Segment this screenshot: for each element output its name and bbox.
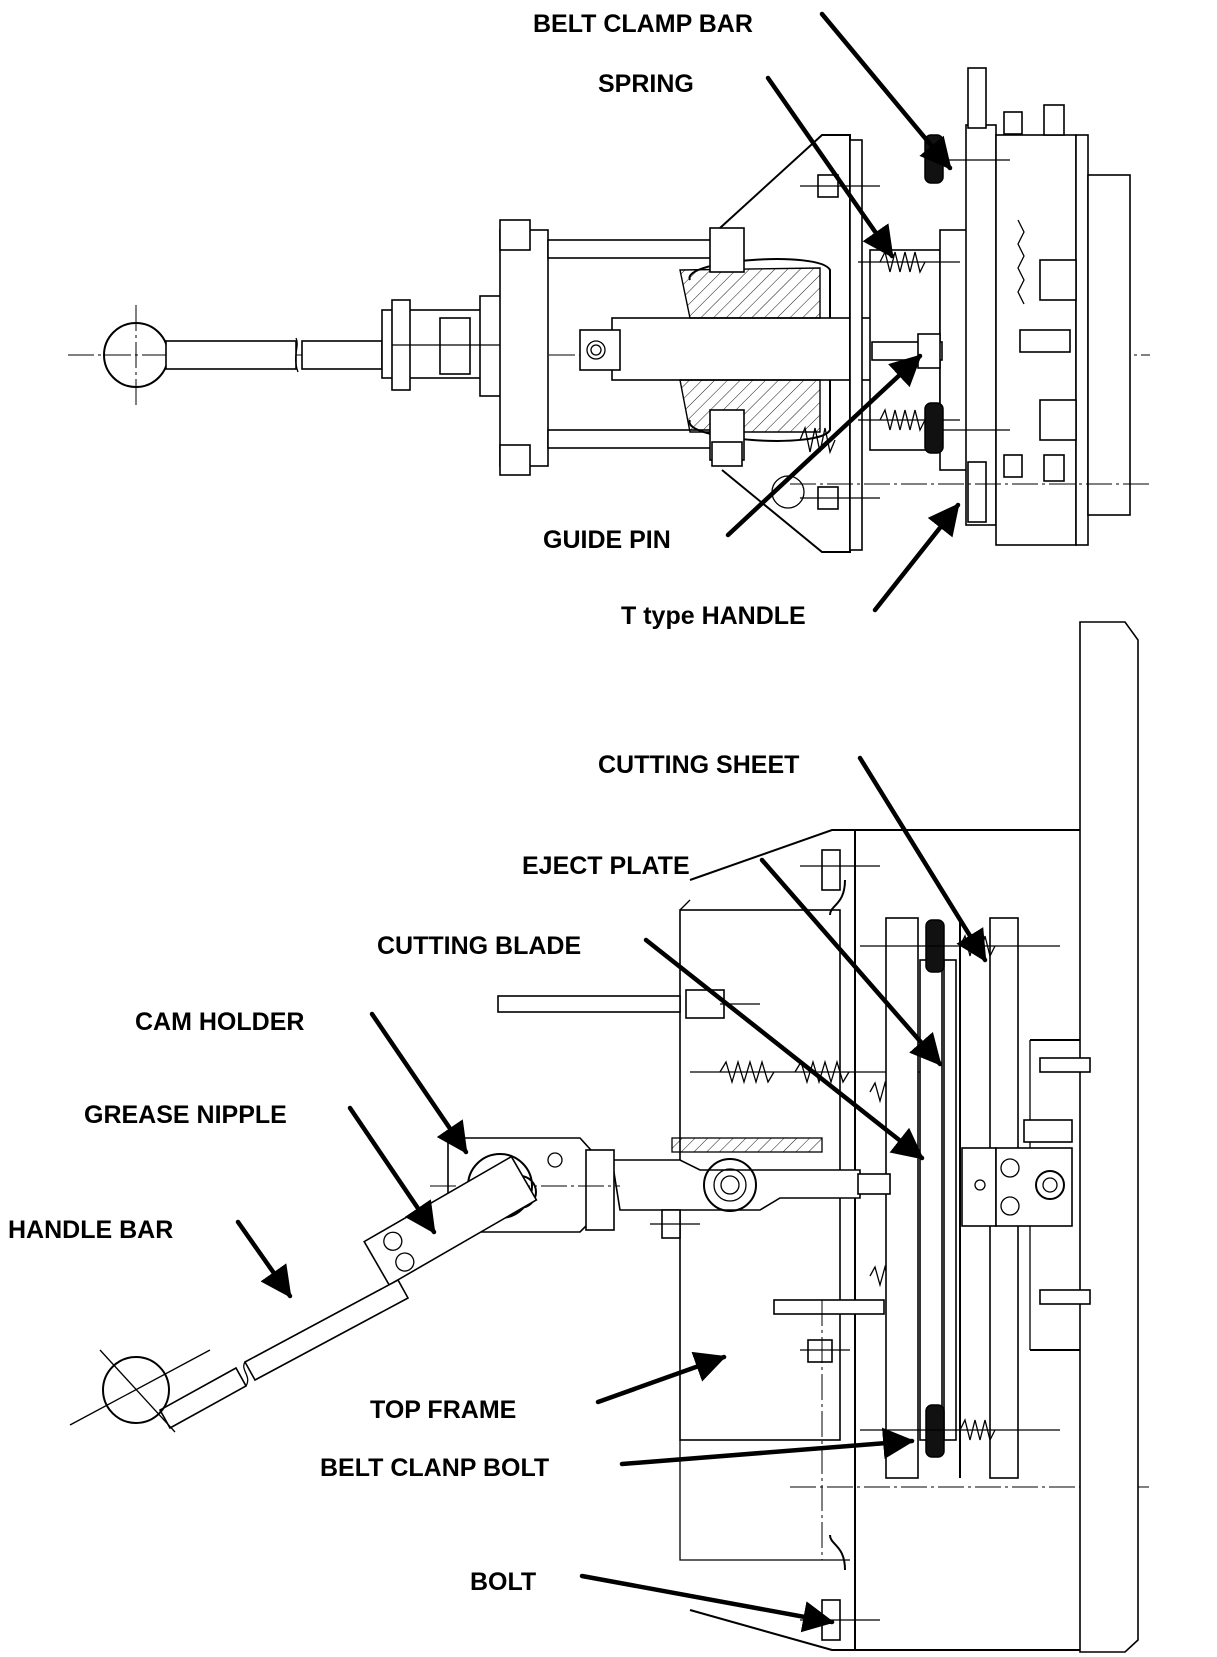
arrow-belt-clamp-bar bbox=[819, 11, 953, 171]
bottom-handle-ball bbox=[102, 1356, 170, 1424]
top-upper-link bbox=[547, 239, 731, 259]
label-eject-plate: EJECT PLATE bbox=[522, 852, 690, 880]
arrow-handle-bar bbox=[235, 1219, 293, 1299]
label-belt-clamp-bar: BELT CLAMP BAR bbox=[533, 10, 753, 38]
label-cam-holder: CAM HOLDER bbox=[135, 1008, 304, 1036]
bottom-eject-plate bbox=[885, 917, 919, 1479]
top-t-handle bbox=[967, 67, 987, 129]
arrow-grease-nipple bbox=[347, 1105, 437, 1235]
arrow-cam-holder bbox=[369, 1011, 469, 1155]
bottom-belt-clanp-bolt bbox=[925, 1404, 945, 1458]
label-handle-bar: HANDLE BAR bbox=[8, 1216, 173, 1244]
arrow-cutting-sheet bbox=[857, 755, 988, 963]
bottom-cutting-blade bbox=[943, 959, 957, 1441]
label-bolt: BOLT bbox=[470, 1568, 536, 1596]
arrow-eject-plate bbox=[759, 857, 943, 1067]
bottom-handle-bar bbox=[243, 1278, 410, 1382]
top-handle-bar bbox=[165, 340, 297, 370]
top-shaft bbox=[611, 317, 873, 381]
bottom-long-bolt bbox=[497, 995, 681, 1013]
label-t-type-handle: T type HANDLE bbox=[621, 602, 806, 630]
arrow-belt-clanp-bolt bbox=[619, 1427, 915, 1467]
leader-arrows bbox=[235, 11, 988, 1633]
label-grease-nipple: GREASE NIPPLE bbox=[84, 1101, 287, 1129]
label-top-frame: TOP FRAME bbox=[370, 1396, 516, 1424]
top-view bbox=[68, 67, 1150, 553]
label-cutting-blade: CUTTING BLADE bbox=[377, 932, 581, 960]
label-spring: SPRING bbox=[598, 70, 694, 98]
arrow-guide-pin bbox=[725, 353, 923, 538]
arrow-spring bbox=[765, 75, 895, 259]
label-guide-pin: GUIDE PIN bbox=[543, 526, 671, 554]
arrow-t-type-handle bbox=[872, 502, 961, 613]
arrow-cutting-blade bbox=[643, 937, 925, 1161]
label-cutting-sheet: CUTTING SHEET bbox=[598, 751, 799, 779]
bottom-base-plate bbox=[1079, 621, 1139, 1653]
labels: BELT CLAMP BAR SPRING GUIDE PIN T type H… bbox=[8, 10, 806, 1596]
arrow-bolt bbox=[579, 1573, 835, 1633]
label-belt-clanp-bolt: BELT CLANP BOLT bbox=[320, 1454, 549, 1482]
arrow-top-frame bbox=[595, 1351, 727, 1405]
bottom-view bbox=[69, 483, 1150, 1653]
